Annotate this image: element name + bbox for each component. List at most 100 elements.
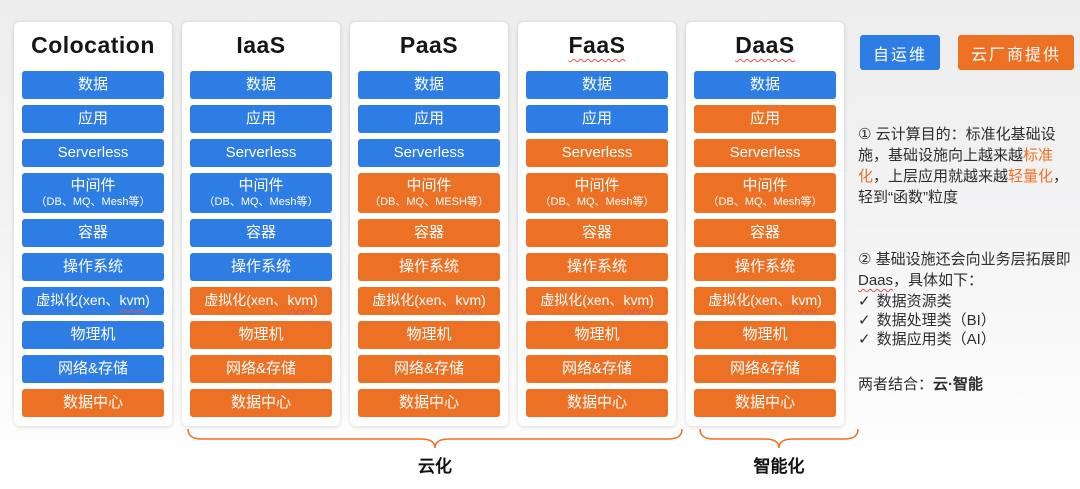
layer-box: 网络&存储 [694,355,836,383]
layer-label: 数据 [245,75,276,93]
layer-box: 物理机 [358,321,500,349]
column-title: FaaS [568,32,626,58]
service-column-faas: FaaS 数据应用 Serverless 中间件（DB、MQ、Mesh等） 容器操作系统… [518,22,676,426]
layer-label: 虚拟化(xen、kvm) [204,292,318,309]
layer-box: 应用 [358,105,500,133]
layer-label: 虚拟化(xen、kvm) [708,292,822,309]
layer-label: Serverless [393,143,465,161]
layer-box: 应用 [526,105,668,133]
layer-box: Serverless [190,139,332,167]
layer-label: 虚拟化(xen、kvm) [540,292,654,309]
layer-box: 数据 [358,71,500,99]
layer-label: 容器 [77,223,108,241]
layer-sublabel: （DB、MQ、MESH等） [369,196,489,209]
highlighted-text: 轻量化 [1008,168,1054,185]
column-title: DaaS [735,32,795,58]
group-brace [699,428,859,449]
layer-box: 应用 [22,105,164,133]
layer-label: 网络&存储 [729,359,800,377]
layer-box: 虚拟化(xen、kvm) [694,287,836,315]
layer-label: 数据中心 [734,393,795,411]
layer-box: 中间件（DB、MQ、Mesh等） [22,173,164,213]
layer-label: 数据 [77,75,108,93]
layer-label: 网络&存储 [57,359,128,377]
layer-box: 网络&存储 [190,355,332,383]
checkmark-icon: ✓ [858,331,871,348]
layer-box: 操作系统 [22,253,164,281]
note-text: ，轻到“函数”粒度 [858,168,1069,206]
layer-label: 物理机 [70,325,116,343]
layer-box: 数据中心 [22,389,164,417]
layer-box: 数据 [526,71,668,99]
layer-label: 虚拟化(xen、kvm) [372,292,486,309]
layer-box: 操作系统 [694,253,836,281]
layer-box: 数据 [22,71,164,99]
layer-label: 数据 [581,75,612,93]
layer-stack: 数据应用 Serverless 中间件（DB、MQ、Mesh等） 容器操作系统虚拟化(… [22,71,164,417]
group-braces [187,428,859,449]
layer-box: 操作系统 [526,253,668,281]
layer-label: 数据中心 [566,393,627,411]
layer-label: 操作系统 [230,257,291,275]
layer-label: 中间件 [406,176,452,194]
layer-label: 数据中心 [230,393,291,411]
layer-box: Serverless [22,139,164,167]
layer-label-wavy: kvm [119,292,146,309]
layer-label: 应用 [413,109,444,127]
layer-box: 虚拟化(xen、kvm) [526,287,668,315]
legend: 自运维 云厂商提供 [860,35,1075,70]
layer-label: 操作系统 [62,257,123,275]
layer-label: 容器 [245,223,276,241]
layer-box: 物理机 [190,321,332,349]
layer-label: 数据 [413,75,444,93]
layer-label: 网络&存储 [561,359,632,377]
layer-label: 容器 [581,223,612,241]
group-label: 智能化 [753,457,805,476]
layer-label: Serverless [57,143,129,161]
layer-label: 物理机 [574,325,620,343]
layer-box: 操作系统 [190,253,332,281]
layer-label: 数据中心 [62,393,123,411]
layer-box: 中间件 （DB、MQ、MESH等） [358,173,500,213]
layer-box: 虚拟化(xen、kvm) [358,287,500,315]
layer-sublabel: （DB、MQ、Mesh等） [35,196,151,209]
checklist-item-label: 数据处理类（BI） [876,312,996,329]
layer-box: 网络&存储 [526,355,668,383]
layer-label: Serverless [729,143,801,161]
layer-label-wavy: kvm [287,292,314,309]
layer-box: 物理机 [694,321,836,349]
layer-box: 物理机 [526,321,668,349]
layer-label: 物理机 [406,325,452,343]
layer-box: 数据中心 [526,389,668,417]
layer-box: 数据中心 [694,389,836,417]
layer-box: 虚拟化(xen、kvm) [190,287,332,315]
note-text: ，具体如下： [893,272,984,289]
layer-box: 数据 [694,71,836,99]
summary-prefix: 两者结合： [858,376,934,393]
layer-label: 虚拟化(xen、kvm) [36,292,150,309]
group-label: 云化 [418,457,452,476]
notes-panel: ① 云计算目的：标准化基础设施，基础设施向上越来越标准化，上层应用就越来越轻量化… [858,124,1076,395]
layer-box: Serverless [526,139,668,167]
layer-label-wavy: kvm [791,292,818,309]
layer-box: 中间件（DB、MQ、Mesh等） [526,173,668,213]
layer-box: 容器 [694,219,836,247]
layer-label-wavy: kvm [623,292,650,309]
layer-label: 操作系统 [566,257,627,275]
column-title: IaaS [236,32,286,58]
checklist-item: ✓数据处理类（BI） [858,312,1076,330]
service-column-colocation: Colocation 数据应用 Serverless 中间件（DB、MQ、Mesh等）… [14,22,172,426]
layer-label: 应用 [581,109,612,127]
layer-label: 中间件 [742,176,788,194]
layer-box: 容器 [190,219,332,247]
layer-sublabel: （DB、MQ、Mesh等） [539,196,655,209]
layer-box: 容器 [526,219,668,247]
column-title: Colocation [31,32,155,58]
layer-box: 物理机 [22,321,164,349]
